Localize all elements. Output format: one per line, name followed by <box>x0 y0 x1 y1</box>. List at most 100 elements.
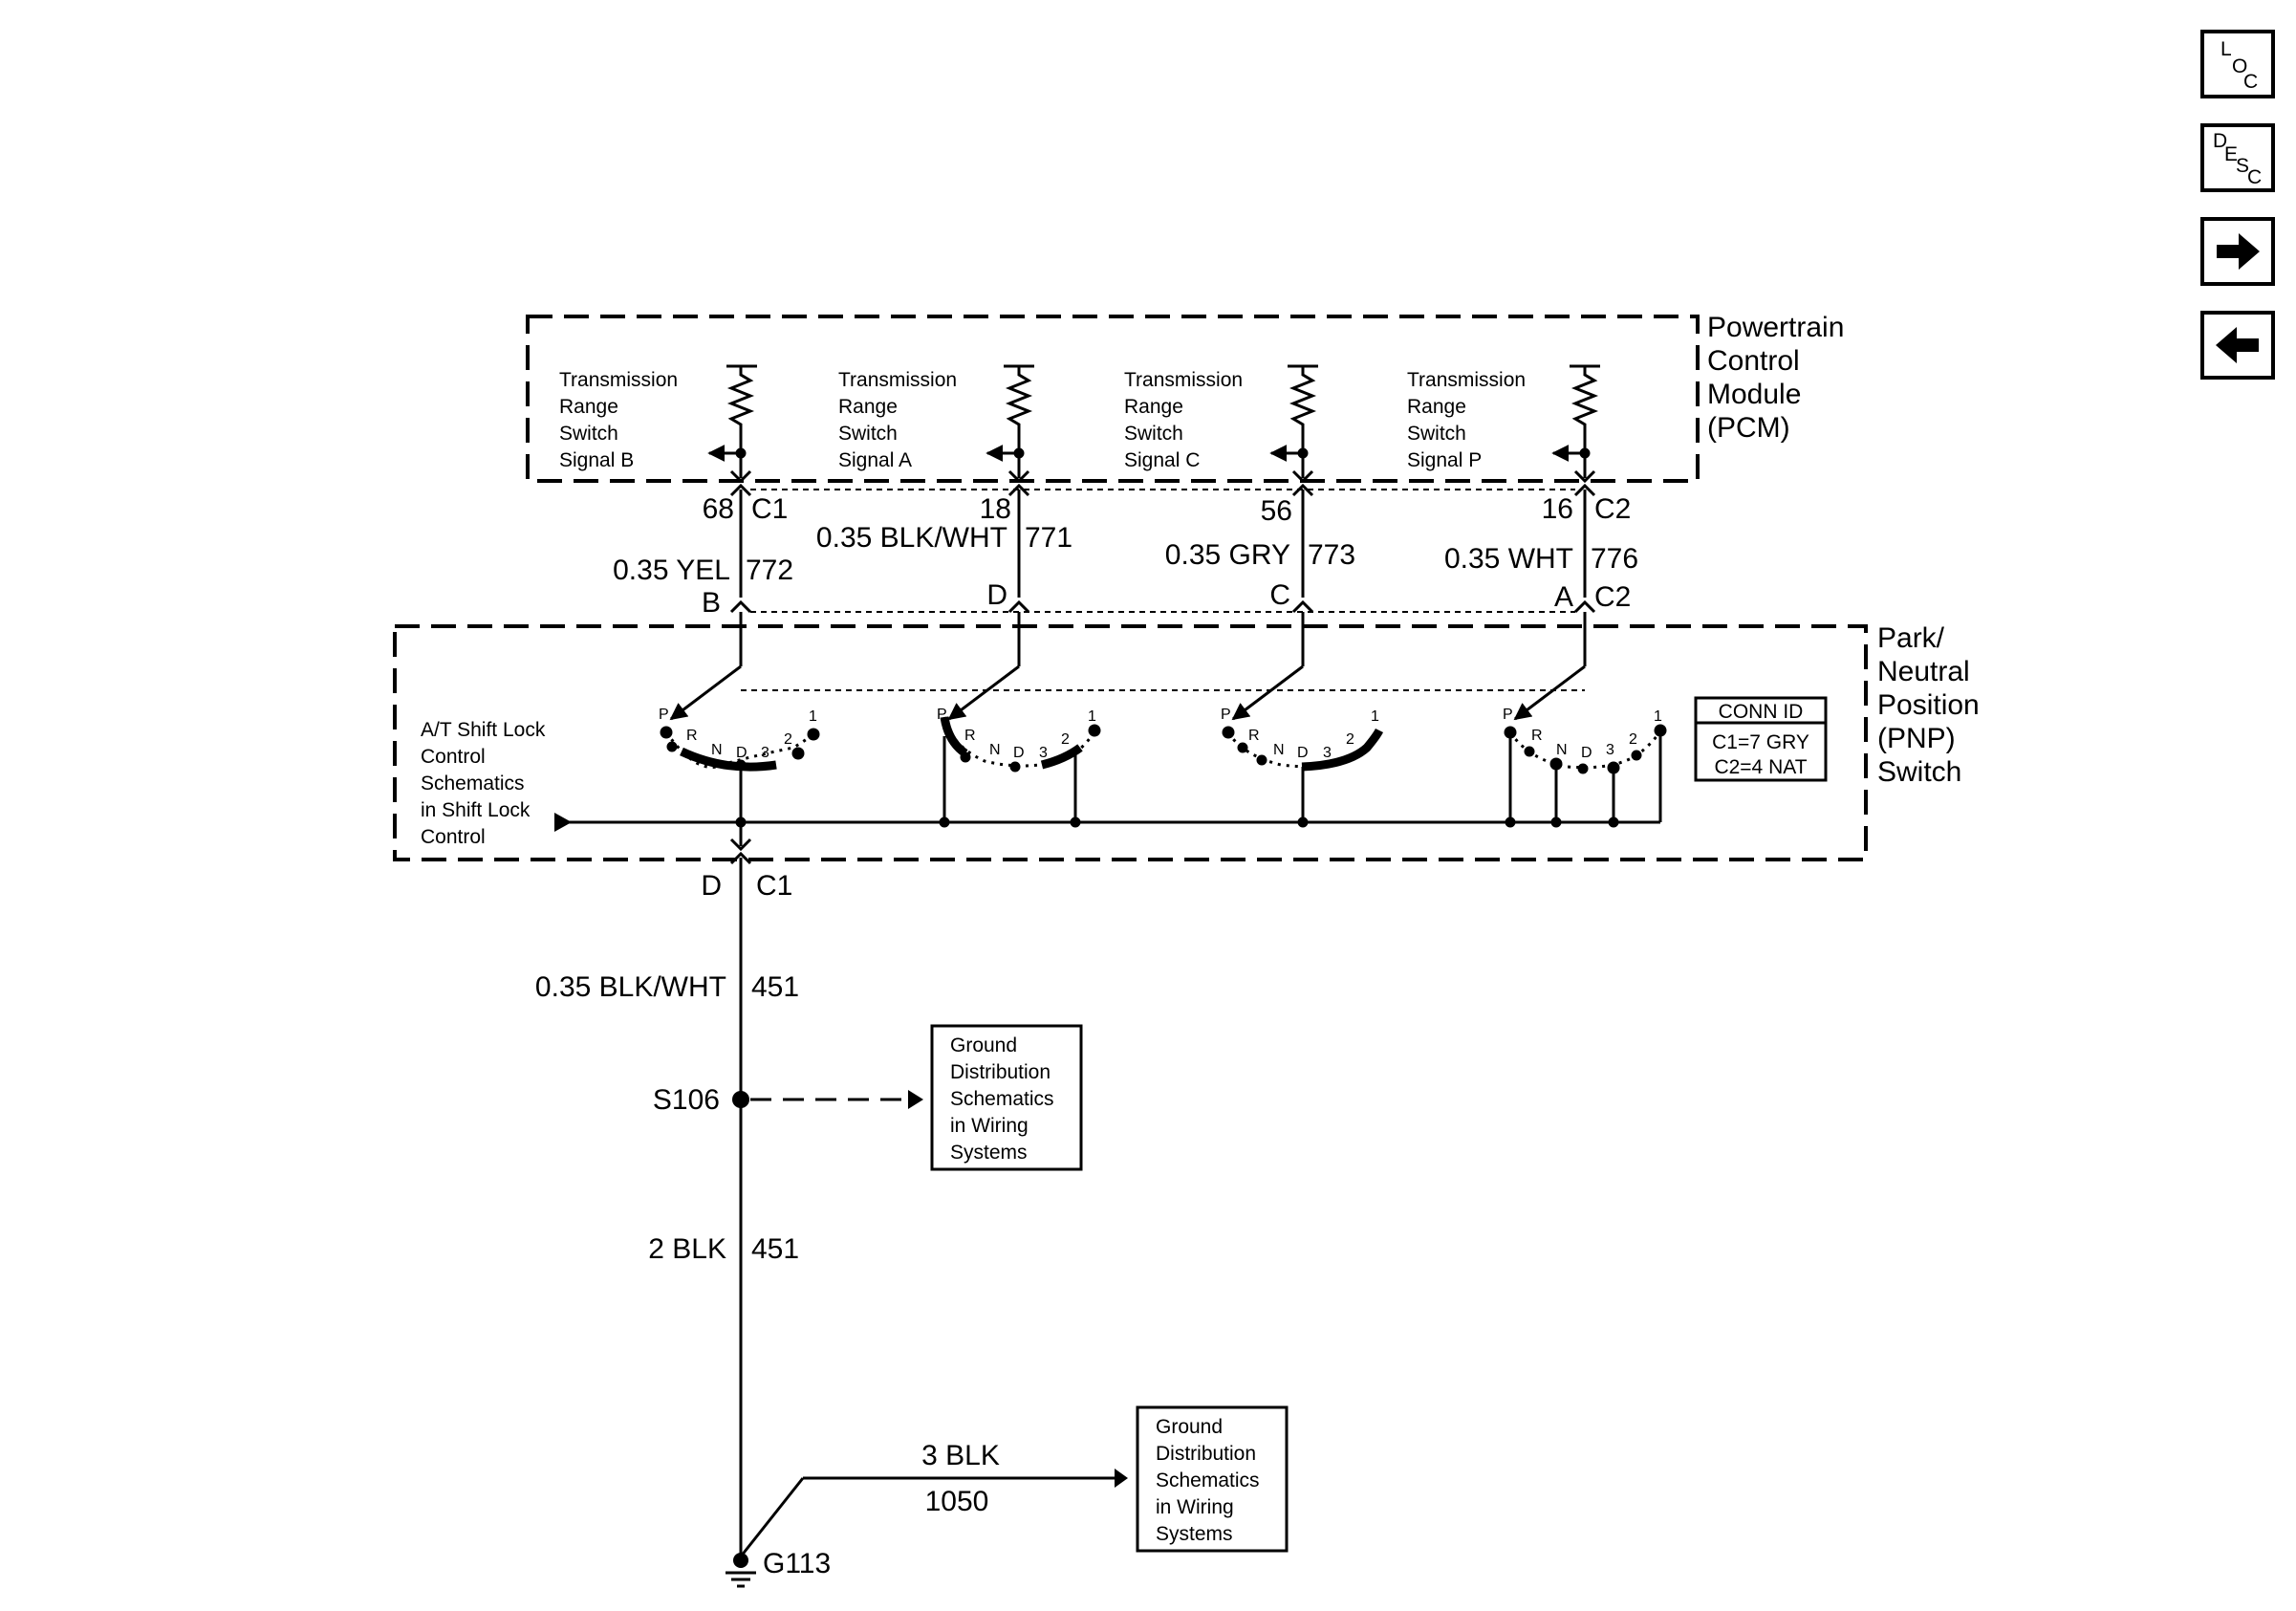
svg-text:2: 2 <box>784 731 792 748</box>
svg-text:Powertrain: Powertrain <box>1707 312 1844 343</box>
svg-text:Distribution: Distribution <box>1156 1443 1256 1465</box>
circuit-number-label: 776 <box>1591 543 1638 575</box>
desc-letter-d: D <box>2213 130 2227 152</box>
svg-text:Switch: Switch <box>1407 423 1466 445</box>
svg-text:Control: Control <box>1707 345 1800 377</box>
svg-text:Transmission: Transmission <box>838 369 957 391</box>
svg-text:Control: Control <box>421 746 486 768</box>
svg-text:3: 3 <box>1606 742 1614 758</box>
svg-text:P: P <box>659 707 669 723</box>
svg-text:in Shift Lock: in Shift Lock <box>421 799 531 821</box>
svg-text:Switch: Switch <box>559 423 618 445</box>
svg-text:2: 2 <box>1346 731 1354 748</box>
svg-text:Schematics: Schematics <box>950 1088 1054 1110</box>
svg-text:Signal B: Signal B <box>559 449 634 471</box>
svg-text:N: N <box>1556 742 1568 758</box>
svg-text:A/T Shift Lock: A/T Shift Lock <box>421 719 546 741</box>
pin-label: 56 <box>1261 495 1292 527</box>
pnp-position-letters-p: P R N D 3 2 1 <box>1503 707 1662 761</box>
svg-text:Schematics: Schematics <box>421 773 525 795</box>
ground-pnp-pin: D <box>701 870 722 902</box>
svg-text:Switch: Switch <box>838 423 898 445</box>
svg-text:Switch: Switch <box>1877 756 1961 788</box>
svg-text:Range: Range <box>559 396 618 418</box>
splice-s106 <box>732 1091 749 1108</box>
svg-text:(PCM): (PCM) <box>1707 412 1790 444</box>
wire-color-label: 0.35 YEL <box>613 555 730 586</box>
svg-text:Distribution: Distribution <box>950 1061 1051 1083</box>
svg-text:D: D <box>1297 745 1309 761</box>
wire-776 <box>1573 453 1596 614</box>
desc-letter-c: C <box>2247 166 2262 188</box>
location-button[interactable]: L O C <box>2200 30 2275 98</box>
ground-symbol-icon <box>726 1553 756 1588</box>
svg-text:Systems: Systems <box>1156 1523 1233 1545</box>
svg-text:1: 1 <box>1654 708 1662 725</box>
svg-text:D: D <box>736 745 747 761</box>
desc-letter-e: E <box>2224 143 2238 165</box>
svg-text:Signal A: Signal A <box>838 449 912 471</box>
svg-text:R: R <box>1248 728 1260 744</box>
svg-text:Switch: Switch <box>1124 423 1183 445</box>
svg-text:C1=7 GRY: C1=7 GRY <box>1712 731 1809 753</box>
svg-text:Systems: Systems <box>950 1142 1028 1164</box>
svg-text:3: 3 <box>1039 745 1048 761</box>
svg-text:Control: Control <box>421 826 486 848</box>
back-button[interactable] <box>2200 311 2275 380</box>
pnp-switch-box <box>393 624 1868 861</box>
svg-text:D: D <box>1581 745 1592 761</box>
loc-letter-c: C <box>2243 71 2258 93</box>
svg-text:Ground: Ground <box>1156 1416 1223 1438</box>
ground-wire3-label: 3 BLK <box>921 1440 1000 1471</box>
description-button[interactable]: D E S C <box>2200 123 2275 192</box>
svg-text:Position: Position <box>1877 689 1980 721</box>
svg-text:Transmission: Transmission <box>559 369 678 391</box>
svg-text:2: 2 <box>1061 731 1070 748</box>
svg-text:Neutral: Neutral <box>1877 656 1970 687</box>
pnp-common-bus <box>554 813 1660 832</box>
loc-letter-o: O <box>2232 55 2247 77</box>
pnp-pin-label: C <box>1269 579 1290 611</box>
svg-text:Range: Range <box>1407 396 1466 418</box>
svg-text:in Wiring: in Wiring <box>950 1115 1029 1137</box>
ground-pnp-connector: C1 <box>756 870 792 902</box>
wire-color-label: 0.35 WHT <box>1444 543 1573 575</box>
svg-text:Ground: Ground <box>950 1034 1017 1056</box>
ground-distribution-reference-2[interactable]: Ground Distribution Schematics in Wiring… <box>1136 1405 1289 1553</box>
svg-text:3: 3 <box>761 745 769 761</box>
pnp-switch-c <box>1222 612 1384 828</box>
svg-text:D: D <box>1013 745 1025 761</box>
forward-button[interactable] <box>2200 217 2275 286</box>
circuit-number-label: 773 <box>1308 539 1355 571</box>
pnp-switch-b <box>660 612 820 828</box>
svg-text:Range: Range <box>838 396 898 418</box>
pullup-resistor-c <box>1269 364 1318 462</box>
ground-wire1-label: 0.35 BLK/WHT <box>535 971 726 1003</box>
ground-circuit1-label: 451 <box>751 971 799 1003</box>
pnp-pin-label: A <box>1554 581 1573 613</box>
ground-distribution-reference-1[interactable]: Ground Distribution Schematics in Wiring… <box>930 1024 1083 1171</box>
svg-text:P: P <box>937 707 947 723</box>
loc-letter-l: L <box>2220 38 2232 60</box>
svg-text:N: N <box>1273 742 1285 758</box>
svg-text:N: N <box>711 742 723 758</box>
svg-text:Range: Range <box>1124 396 1183 418</box>
ground-circuit2-label: 451 <box>751 1233 799 1265</box>
svg-text:1: 1 <box>1088 708 1096 725</box>
wire-773 <box>1291 453 1314 614</box>
connector-label: C2 <box>1594 493 1631 525</box>
pcm-box <box>526 315 1700 483</box>
svg-text:C2=4 NAT: C2=4 NAT <box>1714 756 1807 778</box>
pnp-pin-label: D <box>986 579 1007 611</box>
svg-text:R: R <box>686 728 698 744</box>
circuit-number-label: 772 <box>746 555 793 586</box>
svg-text:Schematics: Schematics <box>1156 1469 1260 1491</box>
pcm-signal-c-label: Transmission Range Switch Signal C <box>1124 369 1243 471</box>
svg-text:CONN ID: CONN ID <box>1719 701 1804 723</box>
svg-text:P: P <box>1221 707 1231 723</box>
svg-text:in Wiring: in Wiring <box>1156 1496 1234 1518</box>
svg-text:3: 3 <box>1323 745 1332 761</box>
wire-771 <box>1007 453 1030 614</box>
svg-text:Transmission: Transmission <box>1124 369 1243 391</box>
shift-lock-reference[interactable]: A/T Shift Lock Control Schematics in Shi… <box>421 719 546 848</box>
